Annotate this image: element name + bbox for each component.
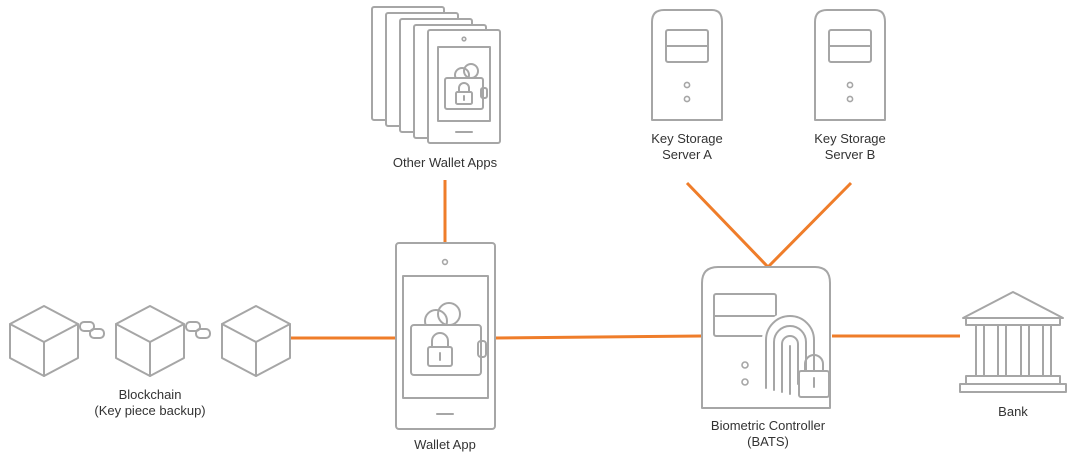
connections [290,180,960,340]
blockchain-cubes-icon [9,305,291,377]
server-a-icon [651,9,723,121]
connector-wallet-biometric [494,334,703,340]
blockchain-label: Blockchain (Key piece backup) [70,387,230,419]
wallet-app-text: Wallet App [414,437,476,452]
bank-text: Bank [998,404,1028,419]
key-storage-a-line2: Server A [662,147,712,162]
phone-stack-icon [371,6,501,144]
bank-icon [959,291,1067,393]
other-wallet-apps-text: Other Wallet Apps [392,155,498,170]
bank-label: Bank [983,404,1043,420]
other-wallet-apps-label: Other Wallet Apps [366,155,524,171]
blockchain-line1: Blockchain [118,387,182,402]
server-b-icon [814,9,886,121]
key-storage-a-label: Key Storage Server A [620,131,754,163]
padlock-icon [798,354,830,398]
biometric-server-icon [701,266,831,409]
key-storage-b-line2: Server B [824,147,876,162]
biometric-line2: (BATS) [747,434,789,449]
biometric-controller-label: Biometric Controller (BATS) [680,418,856,450]
blockchain-line2: (Key piece backup) [94,403,206,418]
key-storage-b-label: Key Storage Server B [783,131,917,163]
connector-serverB-biometric [766,181,853,269]
biometric-line1: Biometric Controller [710,418,826,433]
key-storage-b-line1: Key Storage [814,131,886,146]
wallet-app-label: Wallet App [385,437,505,453]
phone-wallet-icon [395,242,496,430]
connector-serverA-biometric [685,181,770,269]
key-storage-a-line1: Key Storage [651,131,723,146]
